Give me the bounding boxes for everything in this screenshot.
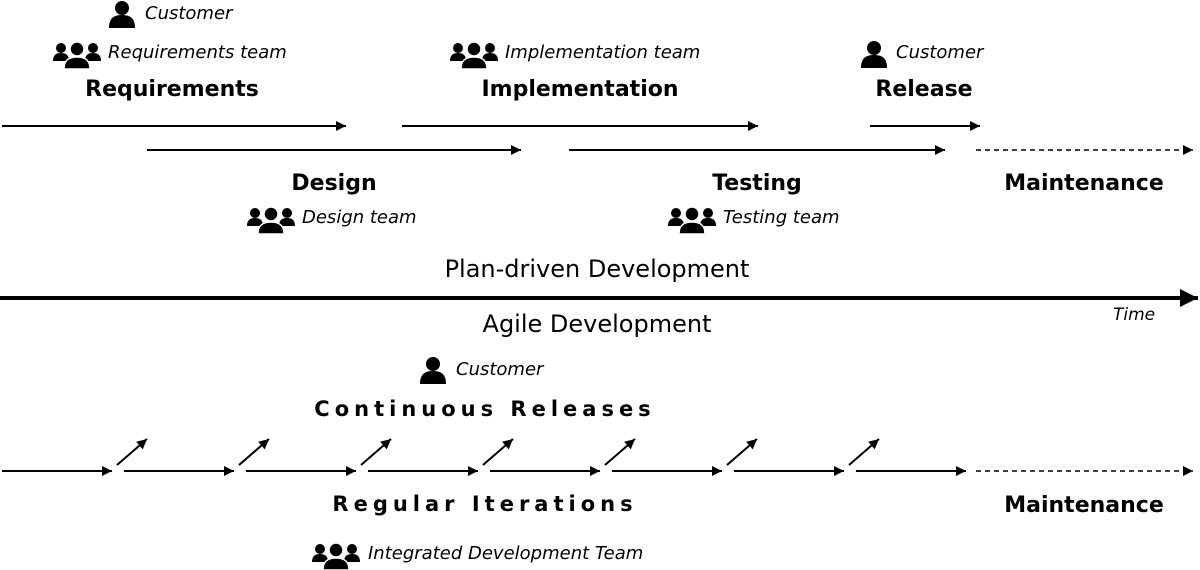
testing-phase-title: Testing (712, 171, 802, 196)
release-arrow-small (238, 438, 270, 466)
requirements-team-label: Requirements team (108, 42, 287, 63)
testing-team-label: Testing team (723, 207, 840, 228)
implementation-team-label: Implementation team (505, 42, 701, 63)
team-icon (53, 41, 101, 69)
team-icon (450, 41, 498, 69)
requirements-customer-label: Customer (145, 3, 233, 24)
release-arrow-small (604, 438, 636, 466)
design-phase-title: Design (291, 171, 377, 196)
team-icon (668, 206, 716, 234)
maintenance-phase-title-plan: Maintenance (1004, 171, 1164, 196)
person-icon (109, 1, 135, 28)
maintenance-phase-title-agile: Maintenance (1004, 493, 1164, 518)
design-team-label: Design team (302, 207, 417, 228)
regular-iterations-title: Regular Iterations (332, 492, 638, 516)
release-arrow-small (848, 438, 880, 466)
team-icon (312, 542, 360, 570)
plan-driven-label: Plan-driven Development (444, 255, 750, 283)
person-icon (861, 41, 887, 68)
continuous-releases-title: Continuous Releases (314, 397, 656, 421)
team-icon (247, 206, 295, 234)
release-arrow-small (482, 438, 514, 466)
agile-label: Agile Development (482, 310, 712, 338)
release-phase-title: Release (875, 77, 973, 102)
person-icon (420, 357, 446, 384)
release-arrow-small (726, 438, 758, 466)
release-arrow-small (360, 438, 392, 466)
integrated-team-label: Integrated Development Team (368, 543, 644, 564)
time-axis-label: Time (1113, 305, 1156, 325)
agile-customer-label: Customer (456, 359, 544, 380)
release-arrow-small (116, 438, 148, 466)
implementation-phase-title: Implementation (481, 77, 679, 102)
iteration-arrows (2, 438, 966, 476)
release-customer-label: Customer (896, 42, 984, 63)
requirements-phase-title: Requirements (85, 77, 259, 102)
